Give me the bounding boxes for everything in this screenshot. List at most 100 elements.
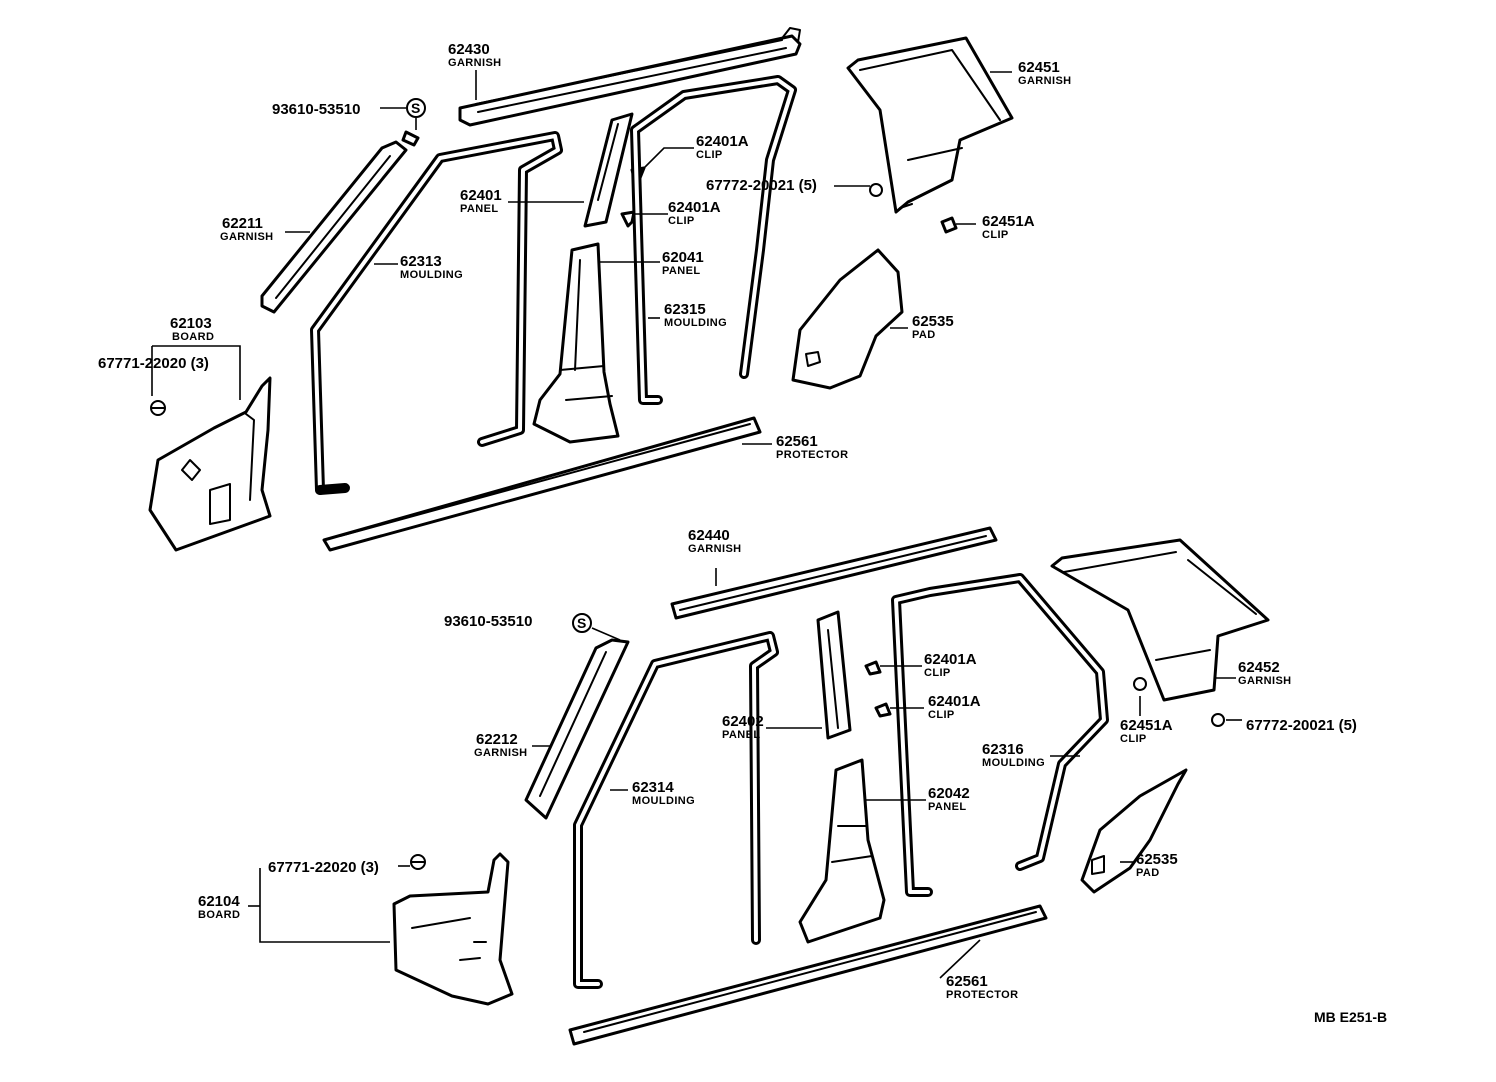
svg-text:62316: 62316: [982, 741, 1024, 758]
svg-text:62401A: 62401A: [696, 133, 749, 150]
svg-text:67771-22020 (3): 67771-22020 (3): [268, 859, 379, 876]
label-62401A-lower-2: 62401A CLIP: [928, 693, 981, 721]
svg-text:62041: 62041: [662, 249, 704, 266]
svg-text:62561: 62561: [946, 973, 988, 990]
svg-text:MOULDING: MOULDING: [982, 757, 1045, 769]
label-62211: 62211 GARNISH: [220, 215, 274, 243]
label-62313: 62313 MOULDING: [400, 253, 463, 281]
part-62211-garnish: [260, 140, 408, 314]
label-62401A-lower-1: 62401A CLIP: [924, 651, 977, 679]
label-67772-lower: 67772-20021 (5): [1246, 717, 1357, 734]
svg-text:67772-20021 (5): 67772-20021 (5): [706, 177, 817, 194]
svg-text:62451A: 62451A: [982, 213, 1035, 230]
clip-62451A-upper: [940, 216, 958, 234]
label-62561-upper: 62561 PROTECTOR: [776, 433, 848, 461]
label-93610-lower: 93610-53510: [444, 613, 532, 630]
label-62103: 62103 BOARD: [170, 315, 214, 343]
svg-text:CLIP: CLIP: [668, 215, 695, 227]
label-62451A-upper: 62451A CLIP: [982, 213, 1035, 241]
svg-text:GARNISH: GARNISH: [448, 57, 502, 69]
clip-62451A-lower: [1133, 677, 1147, 691]
label-62401: 62401 PANEL: [460, 187, 502, 215]
label-62315: 62315 MOULDING: [664, 301, 727, 329]
label-62104: 62104 BOARD: [198, 893, 240, 921]
part-62561-protector-lower: [568, 904, 1048, 1046]
svg-text:MOULDING: MOULDING: [664, 317, 727, 329]
svg-text:62401A: 62401A: [668, 199, 721, 216]
svg-text:CLIP: CLIP: [924, 667, 951, 679]
svg-text:GARNISH: GARNISH: [1018, 75, 1072, 87]
svg-text:62313: 62313: [400, 253, 442, 270]
svg-text:62451: 62451: [1018, 59, 1060, 76]
part-62103-board: [148, 376, 272, 552]
label-62440: 62440 GARNISH: [688, 527, 741, 555]
s-symbol-text-lower: S: [577, 615, 586, 631]
label-62535-lower: 62535 PAD: [1136, 851, 1178, 879]
svg-text:PAD: PAD: [912, 329, 936, 341]
svg-text:62103: 62103: [170, 315, 212, 332]
clip-62401A-upper-2: [620, 210, 636, 228]
svg-text:67772-20021 (5): 67772-20021 (5): [1246, 717, 1357, 734]
svg-text:62042: 62042: [928, 785, 970, 802]
svg-text:62401A: 62401A: [924, 651, 977, 668]
svg-text:GARNISH: GARNISH: [220, 231, 274, 243]
label-62451A-lower: 62451A CLIP: [1120, 717, 1173, 745]
part-62430-garnish: [458, 27, 802, 127]
svg-text:CLIP: CLIP: [928, 709, 955, 721]
label-62451: 62451 GARNISH: [1018, 59, 1072, 87]
svg-text:62211: 62211: [222, 215, 263, 232]
part-62401-panel: [583, 112, 634, 228]
part-62452-garnish: [1050, 538, 1270, 702]
svg-text:62430: 62430: [448, 41, 490, 58]
clip-67772-upper: [869, 183, 883, 197]
svg-text:CLIP: CLIP: [1120, 733, 1147, 745]
s-symbol-text: S: [411, 100, 420, 116]
part-62402-panel: [816, 610, 852, 740]
svg-text:62402: 62402: [722, 713, 764, 730]
svg-text:62401A: 62401A: [928, 693, 981, 710]
label-93610-upper: 93610-53510: [272, 101, 360, 118]
clip-67772-lower: [1211, 713, 1225, 727]
svg-text:GARNISH: GARNISH: [474, 747, 528, 759]
part-62535-pad: [791, 248, 904, 390]
part-62313-moulding: [310, 131, 563, 495]
clip-62401A-lower-2: [874, 702, 892, 718]
part-62535-pad-lower: [1080, 768, 1188, 894]
part-62561-protector: [322, 416, 762, 552]
part-62104-board: [392, 852, 514, 1006]
svg-text:62451A: 62451A: [1120, 717, 1173, 734]
label-62316: 62316 MOULDING: [982, 741, 1045, 769]
label-62402: 62402 PANEL: [722, 713, 764, 741]
svg-text:PAD: PAD: [1136, 867, 1160, 879]
svg-text:CLIP: CLIP: [696, 149, 723, 161]
label-67771-lower: 67771-22020 (3): [268, 859, 379, 876]
svg-text:62440: 62440: [688, 527, 730, 544]
svg-text:GARNISH: GARNISH: [1238, 675, 1292, 687]
svg-text:62315: 62315: [664, 301, 706, 318]
label-62212: 62212 GARNISH: [474, 731, 528, 759]
svg-text:PROTECTOR: PROTECTOR: [776, 449, 848, 461]
label-62042: 62042 PANEL: [928, 785, 970, 813]
part-62440-garnish: [670, 526, 998, 620]
svg-text:CLIP: CLIP: [982, 229, 1009, 241]
svg-text:62561: 62561: [776, 433, 818, 450]
part-62212-garnish: [524, 638, 630, 820]
part-62451-garnish: [846, 36, 1014, 214]
part-62041-panel: [532, 242, 620, 444]
svg-text:93610-53510: 93610-53510: [444, 613, 532, 630]
svg-text:PANEL: PANEL: [928, 801, 966, 813]
diagram-reference: MB E251-B: [1314, 1009, 1387, 1025]
s-screw-symbol-lower: S: [572, 613, 621, 641]
label-62430: 62430 GARNISH: [448, 41, 502, 69]
part-62316-moulding: [891, 573, 1109, 897]
svg-text:PANEL: PANEL: [460, 203, 498, 215]
label-62314: 62314 MOULDING: [632, 779, 695, 807]
clip-62401A-lower-1: [864, 660, 882, 676]
label-62535-upper: 62535 PAD: [912, 313, 954, 341]
part-62315-moulding: [630, 75, 797, 405]
screw-67771-upper: [150, 400, 166, 416]
svg-text:MOULDING: MOULDING: [400, 269, 463, 281]
leader-lines: [151, 70, 1242, 979]
svg-text:62401: 62401: [460, 187, 502, 204]
